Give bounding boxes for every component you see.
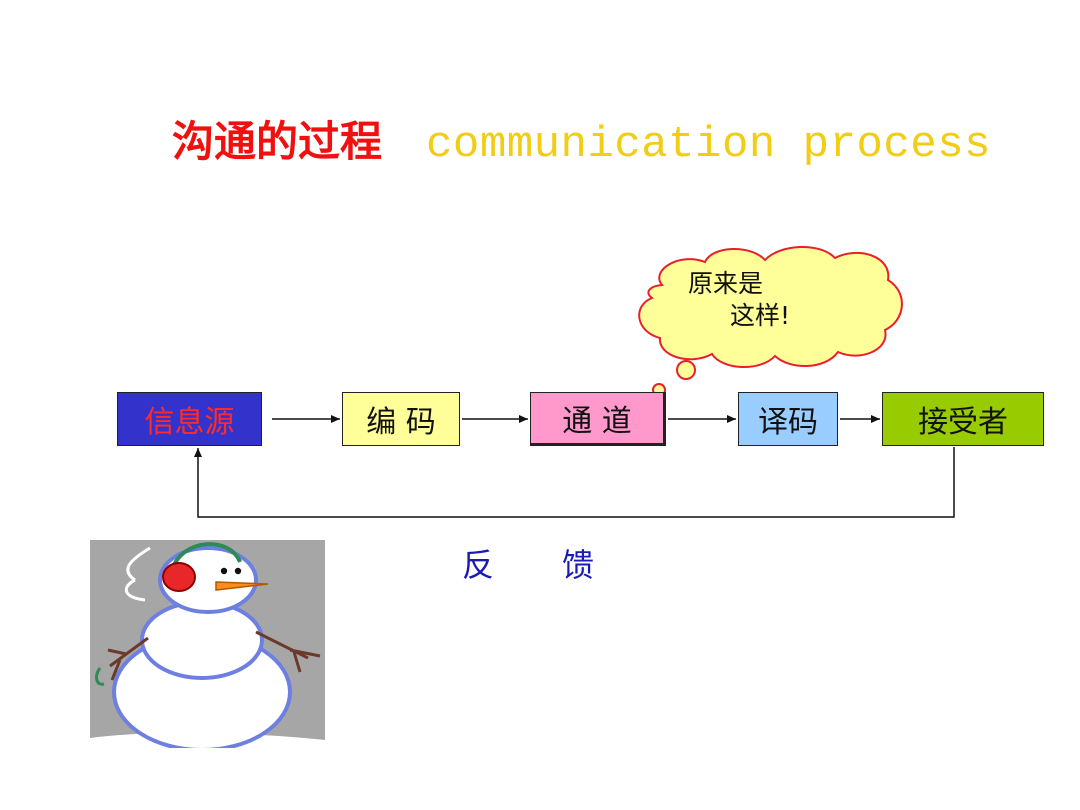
box-encode: 编 码	[342, 392, 460, 446]
box-decode: 译码	[738, 392, 838, 446]
thought-text-line2: 这样!	[730, 301, 791, 330]
box-channel: 通 道	[530, 392, 666, 446]
thought-text-line1: 原来是	[688, 269, 764, 298]
thought-bubble	[632, 246, 903, 412]
thought-cloud-shape	[638, 246, 903, 369]
title-chinese: 沟通的过程	[172, 117, 383, 166]
slide-title: 沟通的过程 communication process	[172, 112, 991, 172]
feedback-label-char2: 馈	[562, 546, 595, 584]
title-english: communication process	[426, 120, 992, 170]
feedback-loop-line	[194, 447, 955, 518]
box-receiver: 接受者	[882, 392, 1044, 446]
snowman-icon	[90, 540, 325, 748]
box-information-source: 信息源	[117, 392, 262, 446]
feedback-label-char1: 反	[462, 546, 495, 584]
thought-dot-large	[676, 360, 696, 380]
